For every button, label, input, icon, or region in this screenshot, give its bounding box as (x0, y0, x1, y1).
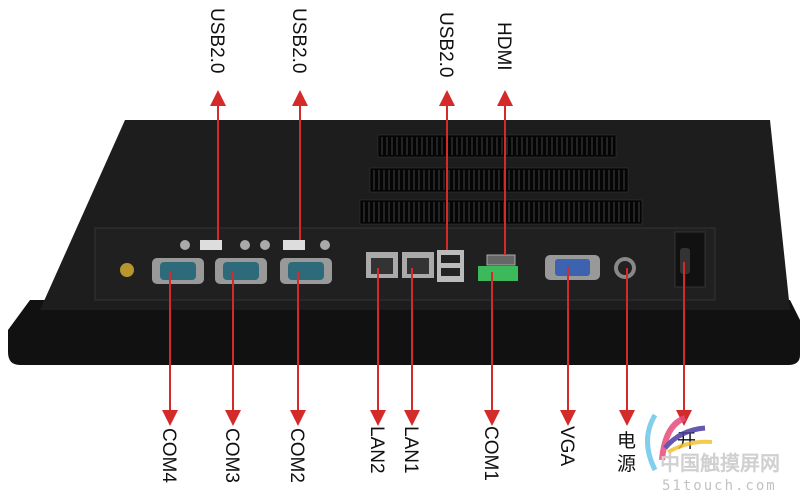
label-usb3: USB2.0 (435, 12, 456, 77)
usb-port-1 (200, 240, 222, 250)
power-terminal (478, 266, 518, 281)
label-vga: VGA (556, 426, 577, 466)
label-power-1: 电 (617, 430, 636, 452)
bottom-labels: COM4 COM3 COM2 LAN2 LAN1 COM1 VGA 电 源 开 (158, 426, 696, 483)
label-power-2: 源 (617, 453, 636, 475)
usb-port-3 (437, 250, 464, 282)
usb-port-2 (283, 240, 305, 250)
hdmi-port (486, 254, 516, 266)
watermark-name: 中国触摸屏网 (660, 451, 780, 475)
label-com3: COM3 (221, 428, 242, 483)
label-usb2: USB2.0 (288, 8, 309, 73)
label-lan1: LAN1 (400, 426, 421, 474)
label-usb1: USB2.0 (206, 8, 227, 73)
label-com1: COM1 (480, 426, 501, 481)
label-com2: COM2 (286, 428, 307, 483)
watermark-url: 51touch.com (662, 478, 777, 494)
antenna-connector (120, 263, 134, 277)
label-lan2: LAN2 (366, 426, 387, 474)
label-com4: COM4 (158, 428, 179, 483)
front-bezel (8, 300, 800, 365)
power-switch (680, 248, 690, 274)
top-labels: USB2.0 USB2.0 USB2.0 HDMI (206, 8, 514, 77)
ports (120, 240, 690, 284)
callout-arrows (162, 90, 692, 426)
watermark-logo: 中国触摸屏网 51touch.com (645, 413, 780, 494)
label-hdmi: HDMI (493, 22, 514, 71)
